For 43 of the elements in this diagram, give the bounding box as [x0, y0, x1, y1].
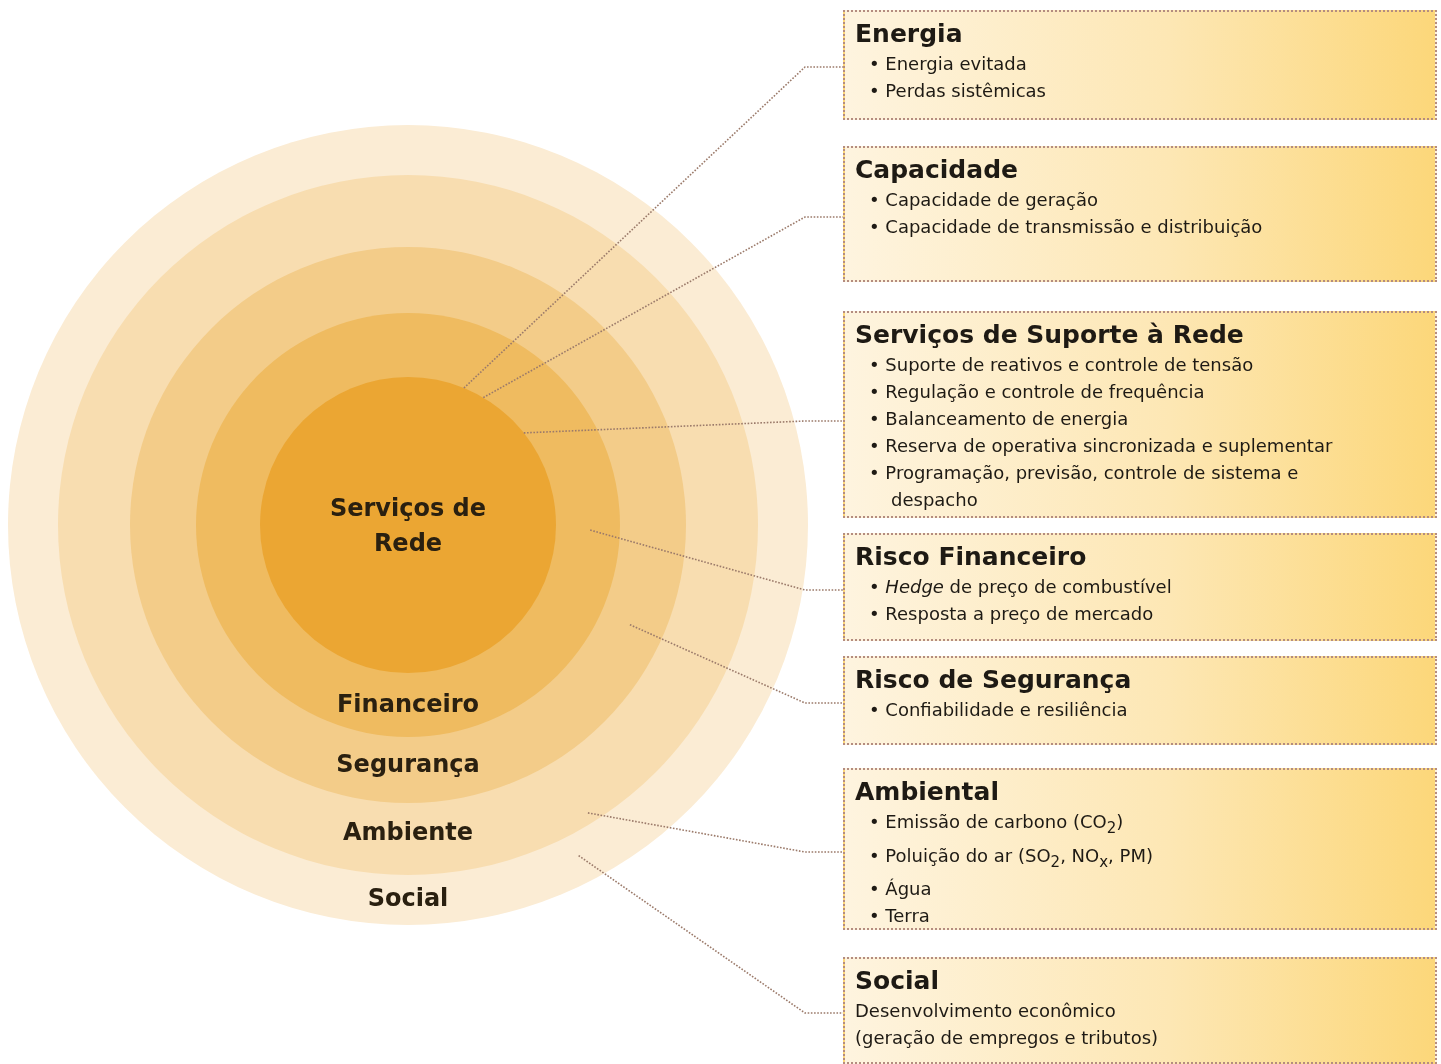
bullet-item: • Perdas sistêmicas [868, 79, 1047, 103]
category-box [843, 10, 1437, 120]
box-heading: Capacidade [855, 154, 1018, 186]
bullet-item: • Capacidade de geração [868, 188, 1100, 212]
box-heading: Risco Financeiro [855, 541, 1087, 573]
bullet-item: • Regulação e controle de frequência [868, 380, 1206, 404]
bullet-item: • Resposta a preço de mercado [868, 602, 1155, 626]
box-heading: Social [855, 965, 939, 997]
bullet-item: • Capacidade de transmissão e distribuição [868, 215, 1264, 239]
leader-line [629, 623, 844, 704]
leader-line [589, 529, 844, 591]
bullet-item: • Suporte de reativos e controle de tensão [868, 353, 1255, 377]
category-box [843, 311, 1437, 518]
ring-label: Segurança [336, 749, 480, 780]
box-heading: Energia [855, 18, 963, 50]
bullet-item: • Hedge de preço de combustível [868, 575, 1173, 599]
bullet-item: • Confiabilidade e resiliência [868, 698, 1129, 722]
category-box [843, 533, 1437, 641]
box-text: Desenvolvimento econômico (geração de empregos e tributos) [855, 999, 1160, 1050]
ring-label: Social [367, 883, 449, 914]
category-box [843, 768, 1437, 930]
box-heading: Ambiental [855, 776, 999, 808]
bullet-item: • Terra [868, 904, 931, 929]
category-box [843, 957, 1437, 1064]
ring-label: Ambiente [342, 817, 474, 848]
ring-label: Financeiro [337, 689, 479, 720]
ring-label: Serviços de Rede [328, 493, 488, 559]
category-box [843, 146, 1437, 282]
bullet-item: • Energia evitada [868, 52, 1028, 76]
leader-line [523, 420, 844, 434]
bullet-item: • Reserva de operativa sincronizada e suplementar [868, 434, 1334, 458]
leader-line [482, 216, 844, 399]
bullet-item: • Programação, previsão, controle de sistema e despacho [868, 461, 1300, 512]
leader-line [463, 66, 844, 389]
bullet-item: • Poluição do ar (SO$_{2}$, NO$_{x}$, PM) [868, 843, 1154, 873]
category-box [843, 656, 1437, 745]
leader-line [577, 854, 844, 1014]
box-heading: Risco de Segurança [855, 664, 1132, 696]
bullet-item: • Balanceamento de energia [868, 407, 1130, 431]
bullet-item: • Emissão de carbono (CO$_{2}$) [868, 810, 1125, 839]
bullet-item: • Água [868, 877, 933, 902]
leader-line [587, 812, 844, 853]
box-heading: Serviços de Suporte à Rede [855, 319, 1244, 351]
